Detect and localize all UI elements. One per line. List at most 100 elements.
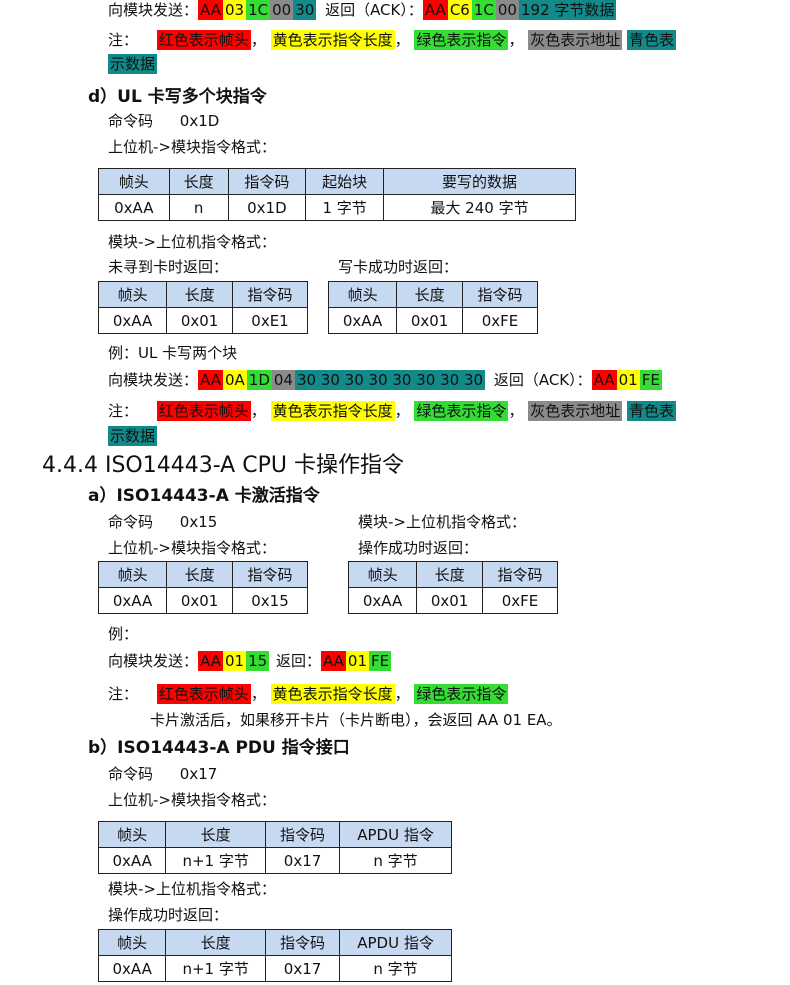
- table-cell: 0xAA: [97, 955, 167, 982]
- table-cell: 0x01: [396, 307, 464, 334]
- legend-teal-cont: 示数据: [108, 54, 158, 74]
- table-cell: 0xAA: [347, 587, 418, 614]
- table-cell: 0x1D: [227, 194, 307, 221]
- table-header: 指令码: [264, 821, 341, 848]
- hex-byte: 30 30 30 30 30 30 30 30: [294, 370, 486, 390]
- table-header: 帧头: [97, 821, 167, 848]
- table-header: 指令码: [232, 281, 308, 308]
- module-format-label: 模块->上位机指令格式：: [108, 233, 276, 251]
- section-444-heading: 4.4.4 ISO14443-A CPU 卡操作指令: [42, 453, 404, 478]
- table-cell: 0x01: [166, 307, 234, 334]
- table-header: 帧头: [97, 929, 167, 956]
- cmd-code-value: 0x17: [179, 765, 218, 783]
- cmd-code-label: 命令码: [108, 513, 154, 531]
- table-cell: n: [168, 194, 229, 221]
- hex-byte: 0A: [222, 370, 247, 390]
- host-command-table: 帧头 长度 指令码 起始块 要写的数据 0xAA n 0x1D 1 字节 最大 …: [98, 168, 576, 221]
- legend-line-cont: 示数据: [108, 426, 158, 446]
- hex-byte: 01: [222, 651, 247, 671]
- table-header: 长度: [165, 929, 266, 956]
- table-cell: 0x17: [264, 955, 341, 982]
- legend-gray: 灰色表示地址: [528, 30, 623, 50]
- cmd-code-row: 命令码 0x15: [108, 512, 217, 532]
- hex-byte: 03: [222, 0, 247, 20]
- hex-byte: AA: [198, 0, 223, 20]
- host-command-table: 帧头 长度 指令码 0xAA 0x01 0x15: [97, 561, 308, 614]
- return-label: 返回：: [275, 652, 321, 670]
- write-ok-label: 写卡成功时返回：: [338, 258, 459, 276]
- table-header: 长度: [165, 821, 266, 848]
- legend-comma: ，: [508, 402, 524, 420]
- legend-line: 注： 红色表示帧头， 黄色表示指令长度， 绿色表示指令， 灰色表示地址 青色表: [108, 401, 677, 421]
- legend-note: 注：: [108, 402, 139, 420]
- cmd-code-value: 0x15: [179, 513, 218, 531]
- table-header: APDU 指令: [339, 821, 452, 848]
- table-header: 指令码: [462, 281, 538, 308]
- hex-byte: AA: [591, 370, 617, 390]
- hex-byte: 1C: [471, 0, 496, 20]
- legend-line: 注： 红色表示帧头， 黄色表示指令长度， 绿色表示指令， 灰色表示地址 青色表: [108, 30, 677, 50]
- hex-byte: 15: [246, 651, 270, 671]
- hex-byte: 01: [345, 651, 369, 671]
- module-format-label: 模块->上位机指令格式：: [358, 513, 526, 531]
- cmd-code-label: 命令码: [108, 112, 154, 130]
- not-found-table: 帧头 长度 指令码 0xAA 0x01 0xE1: [97, 281, 308, 334]
- legend-comma: ，: [394, 31, 410, 49]
- send-label: 向模块发送：: [108, 371, 199, 389]
- table-header: 指令码: [227, 168, 307, 195]
- table-cell: 0xAA: [327, 307, 398, 334]
- table-cell: 0x01: [166, 587, 234, 614]
- hex-byte: 1C: [246, 0, 271, 20]
- hex-byte: FE: [639, 370, 662, 390]
- legend-comma: ，: [250, 685, 266, 703]
- table-cell: 0xAA: [97, 587, 168, 614]
- cmd-code-label: 命令码: [108, 765, 154, 783]
- table-cell: 0x15: [232, 587, 308, 614]
- legend-comma: ，: [394, 402, 410, 420]
- legend-line: 注： 红色表示帧头， 黄色表示指令长度， 绿色表示指令: [108, 684, 509, 704]
- legend-green: 绿色表示指令: [414, 684, 509, 704]
- legend-teal: 青色表: [627, 30, 677, 50]
- hex-byte: AA: [198, 651, 223, 671]
- op-ok-table: 帧头 长度 指令码 0xAA 0x01 0xFE: [347, 561, 558, 614]
- table-header: 起始块: [305, 168, 384, 195]
- cmd-code-row: 命令码 0x17: [108, 764, 217, 784]
- return-label: 返回（ACK）：: [493, 371, 592, 389]
- hex-byte: 192 字节数据: [518, 0, 617, 20]
- hex-byte: C6: [447, 0, 472, 20]
- legend-teal-cont: 示数据: [108, 426, 158, 446]
- table-header: 帧头: [347, 561, 418, 588]
- legend-red: 红色表示帧头: [156, 401, 251, 421]
- not-found-label: 未寻到卡时返回：: [108, 258, 229, 276]
- table-header: 长度: [416, 561, 484, 588]
- hex-byte: AA: [198, 370, 223, 390]
- table-header: 帧头: [327, 281, 398, 308]
- table-header: 帧头: [97, 281, 168, 308]
- legend-yellow: 黄色表示指令长度: [270, 401, 395, 421]
- table-cell: 0xFE: [482, 587, 558, 614]
- hex-byte: FE: [369, 651, 392, 671]
- section-b-heading: b）ISO14443-A PDU 指令接口: [88, 738, 350, 758]
- op-ok-table: 帧头 长度 指令码 APDU 指令 0xAA n+1 字节 0x17 n 字节: [97, 929, 452, 982]
- table-cell: 0x17: [264, 847, 341, 874]
- remark-text: 卡片激活后，如果移开卡片（卡片断电），会返回 AA 01 EA。: [150, 711, 562, 729]
- write-ok-table: 帧头 长度 指令码 0xAA 0x01 0xFE: [327, 281, 538, 334]
- section-d-heading: d）UL 卡写多个块指令: [88, 87, 267, 107]
- example-label: 例：: [108, 625, 139, 643]
- legend-comma: ，: [394, 685, 410, 703]
- table-cell: 0xE1: [232, 307, 308, 334]
- host-format-label: 上位机->模块指令格式：: [108, 539, 276, 557]
- cmd-code-value: 0x1D: [179, 112, 220, 130]
- table-header: 长度: [166, 561, 234, 588]
- table-header: 帧头: [97, 561, 168, 588]
- table-header: 长度: [166, 281, 234, 308]
- hex-byte: 00: [495, 0, 519, 20]
- legend-yellow: 黄色表示指令长度: [270, 30, 395, 50]
- send-label: 向模块发送：: [108, 1, 199, 19]
